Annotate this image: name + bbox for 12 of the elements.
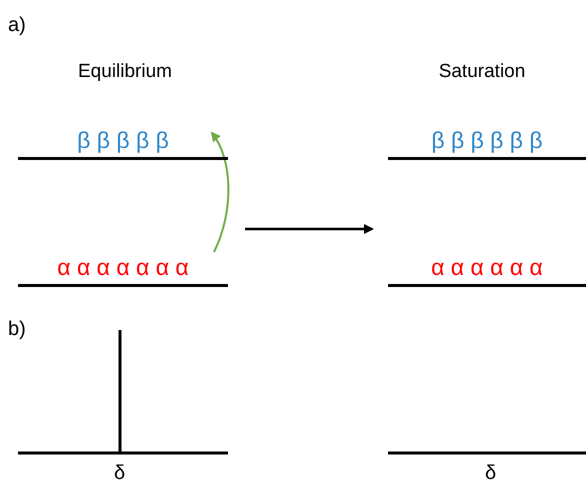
- axis-label: δ: [114, 462, 126, 485]
- energy-level: β β β β β: [18, 127, 228, 160]
- panel-heading: Equilibrium: [78, 61, 172, 83]
- axis-label: δ: [485, 462, 496, 485]
- arrow: [245, 224, 374, 234]
- energy-level: α α α α α α: [388, 254, 586, 287]
- panel-heading: Saturation: [438, 61, 526, 83]
- panel-label: b): [8, 318, 26, 341]
- arrow: [210, 131, 230, 252]
- energy-level: β β β β β β: [388, 127, 586, 160]
- panel-label: a): [8, 14, 26, 37]
- energy-level: α α α α α α α: [18, 254, 228, 287]
